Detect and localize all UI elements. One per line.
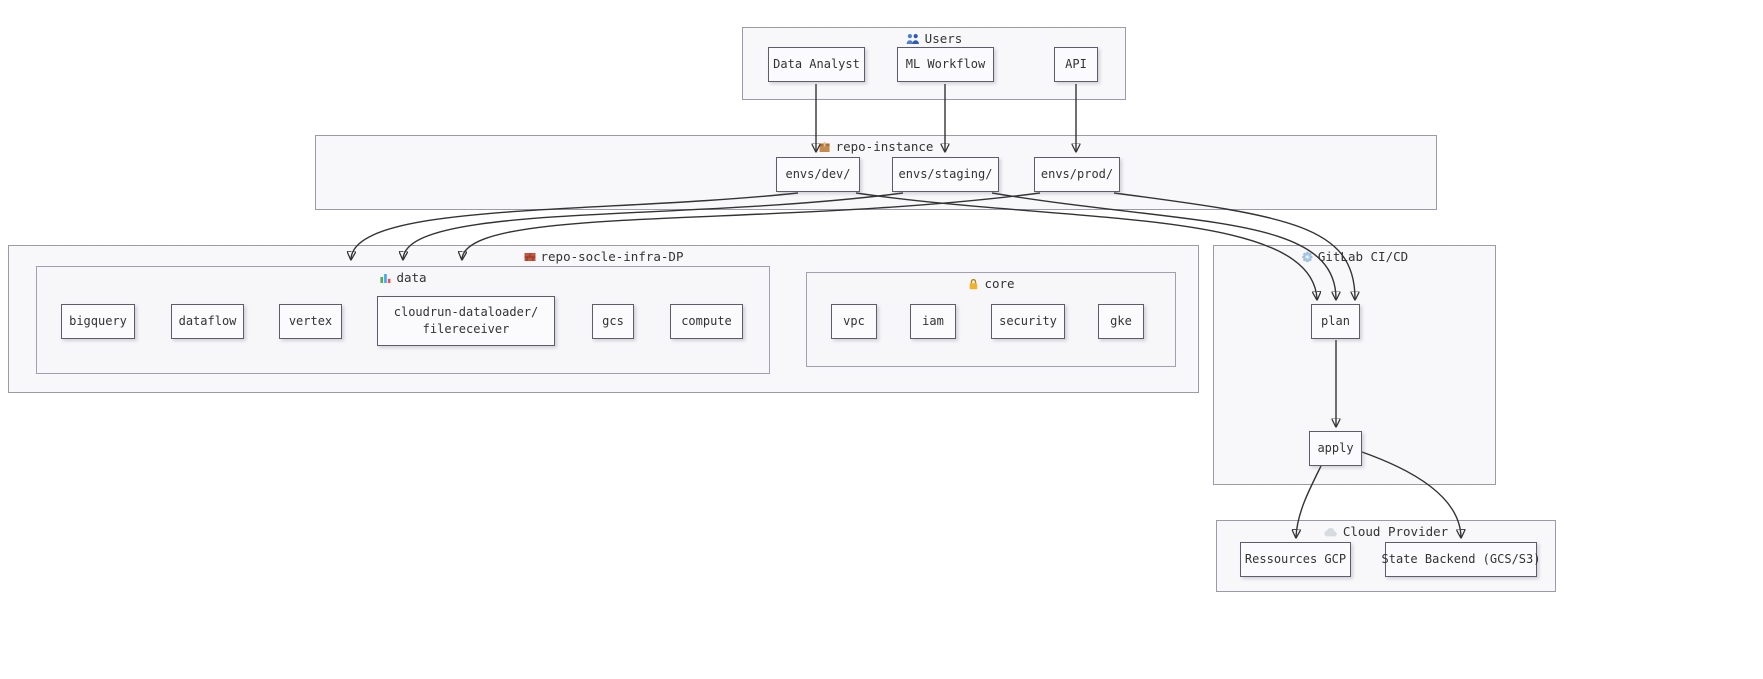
package-icon — [819, 141, 831, 153]
group-repo-socle-label: repo-socle-infra-DP — [524, 249, 684, 264]
users-icon — [906, 33, 920, 45]
node-vertex: vertex — [279, 304, 342, 339]
node-apply: apply — [1309, 431, 1362, 466]
bar-chart-icon — [379, 272, 391, 284]
node-security: security — [991, 304, 1065, 339]
group-cloud-label: Cloud Provider — [1324, 524, 1448, 539]
node-label-line1: cloudrun-dataloader/ — [393, 304, 539, 319]
node-cloudrun-dataloader-filereceiver: cloudrun-dataloader/ filereceiver — [377, 296, 555, 346]
node-data-analyst: Data Analyst — [768, 47, 865, 82]
group-label-text: repo-instance — [835, 139, 934, 154]
gear-icon — [1301, 251, 1313, 263]
cloud-icon — [1324, 527, 1338, 537]
node-envs-prod: envs/prod/ — [1034, 157, 1120, 192]
group-data-label: data — [379, 270, 427, 285]
node-gke: gke — [1098, 304, 1144, 339]
node-envs-staging: envs/staging/ — [892, 157, 999, 192]
node-label-line2: filereceiver — [422, 322, 510, 336]
node-ressources-gcp: Ressources GCP — [1240, 542, 1351, 577]
group-core-label: core — [967, 276, 1015, 291]
group-label-text: Cloud Provider — [1342, 524, 1449, 539]
group-repo-instance-label: repo-instance — [819, 139, 934, 154]
group-gitlab-label: GitLab CI/CD — [1301, 249, 1408, 264]
group-label-text: Users — [924, 31, 963, 46]
group-label-text: GitLab CI/CD — [1317, 249, 1409, 264]
node-gcs: gcs — [592, 304, 634, 339]
node-compute: compute — [670, 304, 743, 339]
bricks-icon — [524, 251, 536, 263]
node-plan: plan — [1311, 304, 1360, 339]
node-bigquery: bigquery — [61, 304, 135, 339]
group-label-text: repo-socle-infra-DP — [540, 249, 684, 264]
lock-icon — [967, 278, 979, 290]
group-label-text: core — [984, 276, 1015, 291]
node-envs-dev: envs/dev/ — [776, 157, 860, 192]
group-repo-instance: repo-instance — [315, 135, 1437, 210]
node-ml-workflow: ML Workflow — [897, 47, 994, 82]
node-iam: iam — [910, 304, 956, 339]
node-api: API — [1054, 47, 1098, 82]
node-state-backend: State Backend (GCS/S3) — [1382, 542, 1540, 577]
group-users-label: Users — [906, 31, 963, 46]
node-vpc: vpc — [831, 304, 877, 339]
node-dataflow: dataflow — [171, 304, 244, 339]
group-label-text: data — [396, 270, 427, 285]
